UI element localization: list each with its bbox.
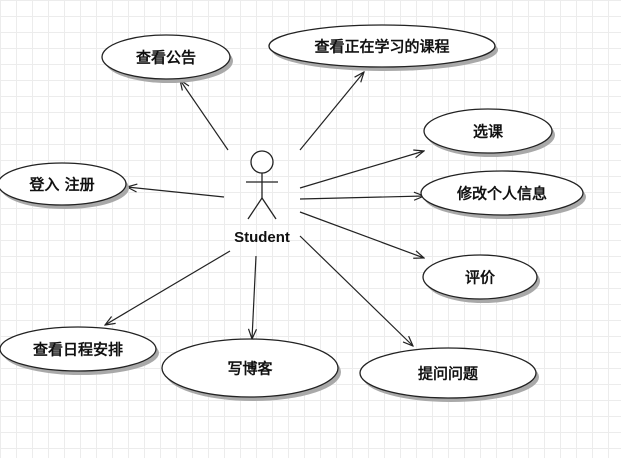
use-case-schedule[interactable]: 查看日程安排 xyxy=(0,326,159,375)
use-case-edit-profile[interactable]: 修改个人信息 xyxy=(420,170,586,219)
use-case-label: 写博客 xyxy=(227,360,273,378)
association-current-courses xyxy=(299,72,364,151)
use-case-evaluate[interactable]: 评价 xyxy=(422,254,540,303)
use-case-label: 提问问题 xyxy=(418,365,479,383)
association-lines xyxy=(105,72,424,346)
use-case-select-course[interactable]: 选课 xyxy=(423,108,555,157)
use-case-label: 选课 xyxy=(473,123,504,141)
association-ask-question xyxy=(299,235,413,346)
association-select-course xyxy=(299,151,424,189)
actor-label: Student xyxy=(234,229,290,246)
association-write-blog xyxy=(252,255,256,339)
association-announcements xyxy=(180,80,229,151)
use-case-label: 查看正在学习的课程 xyxy=(314,38,449,56)
association-schedule xyxy=(105,250,231,325)
use-case-label: 查看日程安排 xyxy=(33,341,123,359)
use-case-label: 修改个人信息 xyxy=(456,185,547,203)
stick-figure-icon xyxy=(246,150,278,220)
use-case-ask-question[interactable]: 提问问题 xyxy=(359,347,539,402)
association-edit-profile xyxy=(299,196,424,199)
association-login-register xyxy=(127,187,225,198)
association-evaluate xyxy=(299,211,424,258)
use-case-label: 登入 注册 xyxy=(28,176,94,194)
use-case-label: 评价 xyxy=(465,269,496,287)
use-case-login-register[interactable]: 登入 注册 xyxy=(0,162,129,209)
use-case-current-courses[interactable]: 查看正在学习的课程 xyxy=(268,24,498,71)
use-case-write-blog[interactable]: 写博客 xyxy=(161,338,341,401)
use-case-label: 查看公告 xyxy=(136,49,196,67)
use-case-announcements[interactable]: 查看公告 xyxy=(101,34,233,83)
actor-student[interactable]: Student xyxy=(234,150,290,246)
